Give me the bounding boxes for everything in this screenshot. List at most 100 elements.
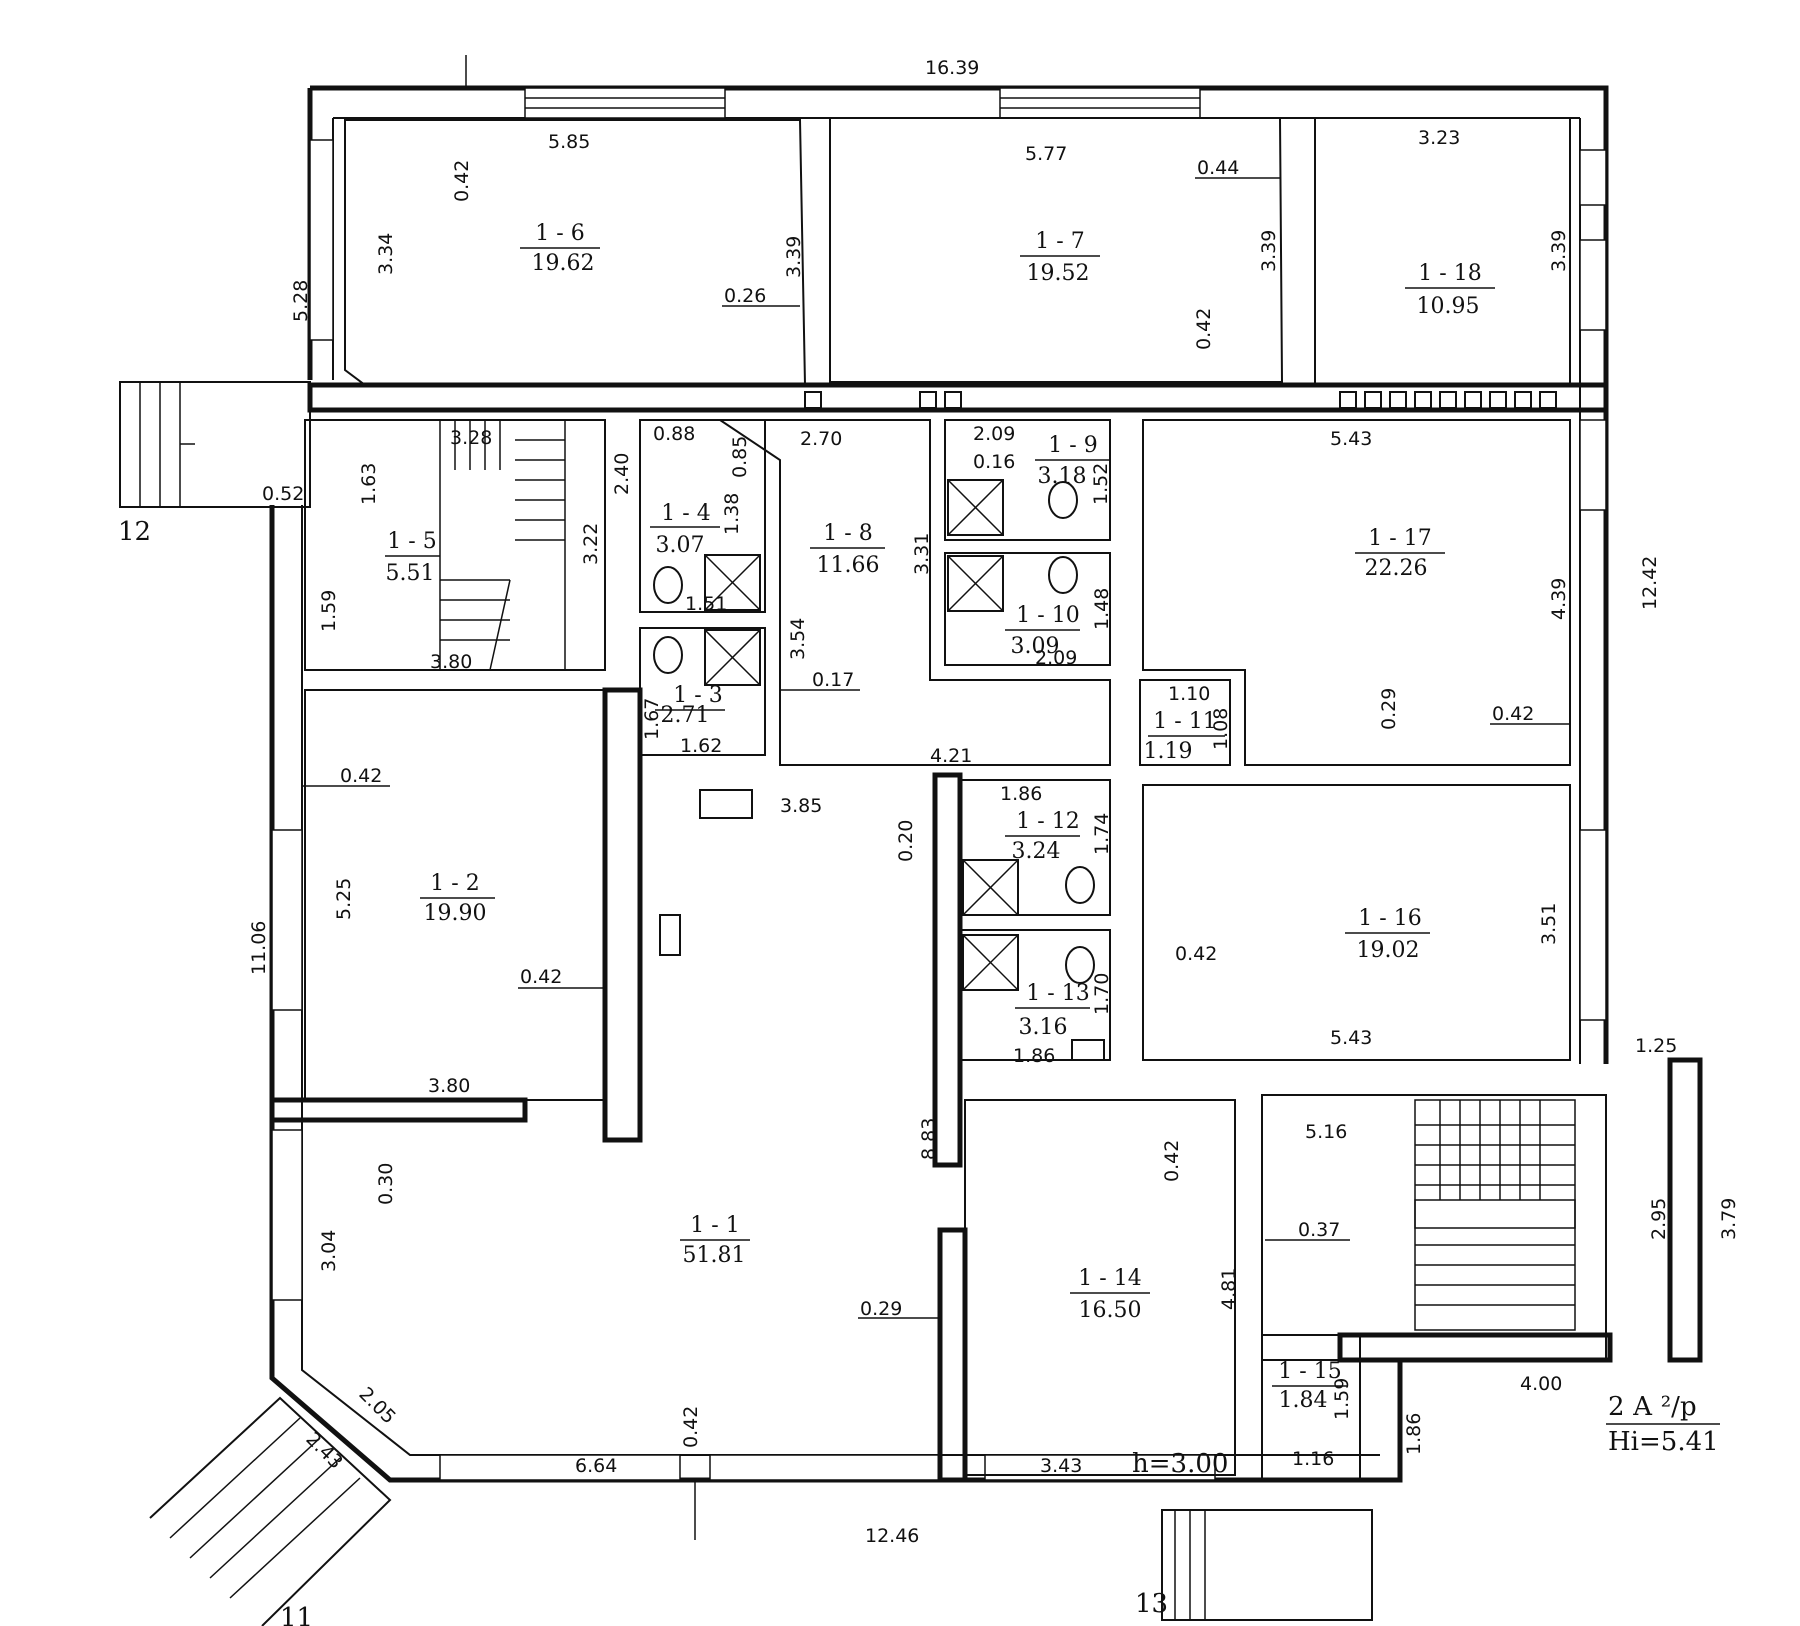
dim-label: 2.40: [611, 453, 633, 495]
entry-stair-12: [119, 381, 311, 508]
dim-label: 3.80: [428, 1075, 470, 1097]
room-area: 5.51: [386, 561, 435, 586]
room-label: 1 - 1: [690, 1213, 739, 1238]
windows: [271, 87, 1607, 1481]
room-label: 1 - 17: [1368, 526, 1431, 551]
dim-label: 8.83: [918, 1118, 940, 1160]
dim-label: 1.51: [685, 593, 727, 615]
dim-label: 1.38: [721, 493, 743, 535]
notes: h=3.00 2 А ²/р Hi=5.41 11 12 13: [118, 517, 1720, 1626]
dim-label: 5.16: [1305, 1121, 1347, 1143]
dim-label: 0.42: [1492, 703, 1534, 725]
dim-label: 1.52: [1090, 463, 1112, 505]
room-area: 1.84: [1279, 1388, 1328, 1413]
room-label: 1 - 11: [1153, 709, 1216, 734]
dim-label: 16.39: [925, 57, 979, 79]
dim-label: 1.62: [680, 735, 722, 757]
dim-label: 0.42: [520, 966, 562, 988]
entry-stair-13: [1161, 1509, 1373, 1621]
dim-label: 5.43: [1330, 1027, 1372, 1049]
ceiling-height-note: h=3.00: [1132, 1449, 1228, 1479]
dim-label: 0.30: [375, 1163, 397, 1205]
dim-label: 2.95: [1648, 1198, 1670, 1240]
dim-label: 3.85: [780, 795, 822, 817]
dim-label: 1.86: [1000, 783, 1042, 805]
dim-label: 3.31: [911, 533, 933, 575]
room-label: 1 - 16: [1358, 906, 1421, 931]
dim-label: 0.26: [724, 285, 766, 307]
stair-room-1-5: [439, 419, 566, 671]
room-area: 3.24: [1012, 839, 1061, 864]
stair-right: [1414, 1099, 1576, 1331]
dim-label: 12.46: [865, 1525, 919, 1547]
room-label: 1 - 10: [1016, 603, 1079, 628]
room-area: 51.81: [683, 1243, 746, 1268]
hi-note: Hi=5.41: [1608, 1427, 1719, 1457]
dim-label: 11.06: [248, 921, 270, 975]
dim-label: 0.16: [973, 451, 1015, 473]
dim-label: 2.70: [800, 428, 842, 450]
room-area: 11.66: [817, 553, 880, 578]
room-area: 10.95: [1417, 294, 1480, 319]
dim-label: 3.51: [1538, 903, 1560, 945]
dim-label: 4.00: [1520, 1373, 1562, 1395]
dim-label: 0.52: [262, 483, 304, 505]
room-label: 1 - 2: [430, 871, 479, 896]
exit-label: 12: [118, 517, 151, 547]
floor-label: 2 А ²/р: [1608, 1392, 1697, 1422]
dim-label: 1.70: [1091, 973, 1113, 1015]
dim-label: 1.59: [1331, 1378, 1353, 1420]
dim-label: 1.08: [1210, 708, 1232, 750]
room-area: 19.62: [532, 251, 595, 276]
room-area: 1.19: [1144, 739, 1193, 764]
dim-label: 5.28: [290, 280, 312, 322]
room-area: 3.07: [656, 533, 705, 558]
dim-label: 0.37: [1298, 1219, 1340, 1241]
exit-label: 13: [1135, 1589, 1168, 1619]
room-label: 1 - 8: [823, 521, 872, 546]
room-area: 19.02: [1357, 938, 1420, 963]
dim-label: 1.16: [1292, 1448, 1334, 1470]
dim-label: 3.39: [1258, 230, 1280, 272]
dim-label: 0.20: [895, 820, 917, 862]
interior-walls: [269, 117, 1703, 1483]
room-label: 1 - 7: [1035, 229, 1084, 254]
dim-label: 4.81: [1218, 1268, 1240, 1310]
room-label: 1 - 4: [661, 501, 710, 526]
dim-label: 0.17: [812, 669, 854, 691]
room-label: 1 - 18: [1418, 261, 1481, 286]
fixtures: [653, 391, 1557, 1061]
dim-label: 3.39: [1548, 230, 1570, 272]
dim-label: 1.74: [1091, 813, 1113, 855]
dim-label: 1.59: [318, 590, 340, 632]
dim-label: 3.39: [783, 236, 805, 278]
room-area: 19.90: [424, 901, 487, 926]
dim-label: 5.77: [1025, 143, 1067, 165]
dim-label: 1.48: [1091, 588, 1113, 630]
dim-label: 3.54: [787, 618, 809, 660]
dim-label: 5.25: [333, 878, 355, 920]
dim-label: 0.29: [1378, 688, 1400, 730]
room-area: 19.52: [1027, 261, 1090, 286]
dim-label: 3.04: [318, 1230, 340, 1272]
exit-label: 11: [280, 1603, 313, 1626]
dim-label: 4.21: [930, 745, 972, 767]
room-label: 1 - 3: [673, 683, 722, 708]
dim-label: 3.28: [450, 427, 492, 449]
room-label: 1 - 14: [1078, 1266, 1141, 1291]
room-label: 1 - 15: [1278, 1359, 1341, 1384]
dim-label: 2.05: [354, 1383, 399, 1428]
dim-label: 1.86: [1013, 1045, 1055, 1067]
entry-stair-11: [149, 1396, 392, 1626]
dim-label: 3.43: [1040, 1455, 1082, 1477]
dim-label: 3.80: [430, 651, 472, 673]
dim-label: 1.10: [1168, 683, 1210, 705]
room-label: 1 - 13: [1026, 981, 1089, 1006]
dim-label: 0.85: [729, 436, 751, 478]
room-labels: 1 - 6 19.62 1 - 7 19.52 1 - 18 10.95 1 -…: [385, 221, 1495, 1413]
dim-label: 1.67: [641, 698, 663, 740]
dim-label: 5.43: [1330, 428, 1372, 450]
room-area: 3.16: [1019, 1015, 1068, 1040]
dim-label: 5.85: [548, 131, 590, 153]
